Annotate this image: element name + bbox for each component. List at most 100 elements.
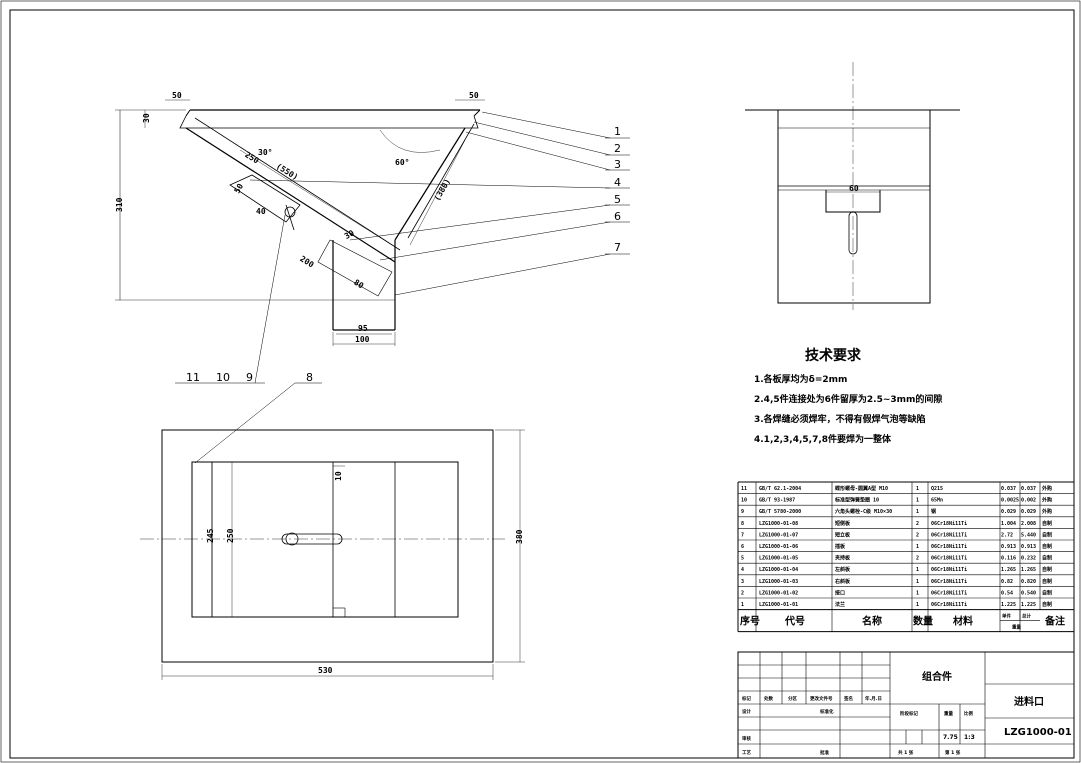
callout-6: 6 bbox=[614, 210, 621, 223]
bom-cell-r1-c7: 自制 bbox=[1042, 601, 1052, 608]
bom-head-total: 总计 bbox=[1022, 613, 1031, 620]
bom-cell-r9-c6: 0.029 bbox=[1021, 509, 1036, 515]
title-block bbox=[737, 651, 1075, 759]
bom-cell-r1-c0: 1 bbox=[741, 602, 744, 608]
bom-head-unit: 单件 bbox=[1002, 613, 1011, 620]
tb-drawing-no: LZG1000-01 bbox=[1004, 727, 1072, 738]
bom-cell-r3-c6: 0.820 bbox=[1021, 579, 1036, 585]
tb-product: 进料口 bbox=[1014, 695, 1044, 708]
tb-label-mark: 标记 bbox=[741, 695, 751, 702]
bom-cell-r4-c1: LZG1000-01-04 bbox=[759, 567, 798, 573]
bom-cell-r4-c2: 左斜板 bbox=[834, 566, 851, 573]
dim-len-c: (380) bbox=[432, 177, 452, 202]
bom-cell-r10-c7: 外购 bbox=[1042, 497, 1052, 504]
bom-cell-r6-c4: 06Cr18Ni11Ti bbox=[931, 544, 967, 550]
bom-cell-r6-c3: 1 bbox=[916, 544, 919, 550]
tb-label-zone: 分区 bbox=[788, 695, 797, 702]
bom-head-code: 代号 bbox=[784, 615, 805, 628]
bom-cell-r4-c0: 4 bbox=[741, 567, 744, 573]
bom-cell-r4-c7: 自制 bbox=[1042, 566, 1052, 573]
tb-sheet: 第 1 张 bbox=[945, 749, 961, 756]
bom-cell-r3-c0: 3 bbox=[741, 579, 744, 585]
bom-cell-r4-c6: 1.265 bbox=[1021, 567, 1036, 573]
bom-cell-r3-c2: 右斜板 bbox=[834, 578, 851, 585]
bom-head-name: 名称 bbox=[862, 615, 882, 628]
tb-label-design: 设计 bbox=[742, 708, 751, 715]
callout-2: 2 bbox=[614, 142, 621, 155]
tech-item-1: 1.各板厚均为δ=2mm bbox=[754, 373, 847, 385]
bom-cell-r9-c2: 六角头螺栓-C级 M10×30 bbox=[835, 508, 892, 515]
bom-cell-r6-c0: 6 bbox=[741, 544, 744, 550]
bom-cell-r7-c7: 自制 bbox=[1042, 531, 1052, 538]
bom-cell-r10-c3: 1 bbox=[916, 498, 919, 504]
bom-cell-r4-c3: 1 bbox=[916, 567, 919, 573]
bom-cell-r1-c4: 06Cr18Ni11Ti bbox=[931, 602, 967, 608]
bom-cell-r2-c0: 2 bbox=[741, 590, 744, 596]
bom-cell-r7-c5: 2.72 bbox=[1001, 532, 1013, 538]
top-dim-d2: 250 bbox=[226, 528, 235, 543]
bom-cell-r1-c5: 1.225 bbox=[1001, 602, 1016, 608]
bom-cell-r11-c7: 外购 bbox=[1042, 485, 1052, 492]
tb-label-sign: 签名 bbox=[843, 695, 853, 702]
bom-cell-r5-c6: 0.232 bbox=[1021, 556, 1036, 562]
bom-cell-r5-c2: 夹持板 bbox=[835, 555, 851, 562]
callout-4: 4 bbox=[614, 176, 621, 189]
bom-cell-r2-c5: 0.54 bbox=[1001, 590, 1013, 596]
bom-cell-r1-c3: 1 bbox=[916, 602, 919, 608]
bom-cell-r11-c6: 0.037 bbox=[1021, 486, 1036, 492]
tb-sheets: 共 1 张 bbox=[898, 749, 914, 756]
bom-cell-r4-c4: 06Cr18Ni11Ti bbox=[931, 567, 967, 573]
bom-cell-r8-c5: 1.004 bbox=[1001, 521, 1016, 527]
bom-cell-r9-c1: GB/T 5780-2000 bbox=[759, 509, 801, 515]
bom-cell-r1-c1: LZG1000-01-01 bbox=[759, 602, 798, 608]
bom-cell-r8-c4: 06Cr18Ni11Ti bbox=[931, 521, 967, 527]
bom-cell-r2-c7: 自制 bbox=[1042, 589, 1052, 596]
bom-cell-r11-c3: 1 bbox=[916, 486, 919, 492]
bom-head-no: 序号 bbox=[740, 615, 760, 628]
bom-cell-r6-c2: 插板 bbox=[835, 543, 846, 550]
bom-cell-r5-c4: 06Cr18Ni11Ti bbox=[931, 556, 967, 562]
top-dim-d1: 245 bbox=[206, 528, 215, 543]
bom-cell-r3-c5: 0.82 bbox=[1001, 579, 1013, 585]
tb-label-count: 处数 bbox=[763, 695, 773, 702]
bom-cell-r3-c3: 1 bbox=[916, 579, 919, 585]
dim-len-f: 200 bbox=[298, 254, 315, 269]
callout-5: 5 bbox=[614, 193, 621, 206]
bom-cell-r11-c0: 11 bbox=[741, 486, 747, 492]
callout-11: 11 bbox=[186, 371, 200, 384]
dim-len-d: 50 bbox=[233, 182, 246, 195]
bom-cell-r8-c1: LZG1000-01-08 bbox=[759, 521, 798, 527]
callout-9: 9 bbox=[246, 371, 253, 384]
callout-3: 3 bbox=[614, 158, 621, 171]
bom-cell-r3-c1: LZG1000-01-03 bbox=[759, 579, 798, 585]
dim-len-h: 80 bbox=[352, 278, 365, 291]
bom-cell-r6-c1: LZG1000-01-06 bbox=[759, 544, 798, 550]
bom-cell-r4-c5: 1.265 bbox=[1001, 567, 1016, 573]
bom-cell-r9-c7: 外购 bbox=[1042, 508, 1052, 515]
bom-cell-r7-c6: 5.440 bbox=[1021, 532, 1036, 538]
bom-cell-r1-c2: 法兰 bbox=[835, 601, 845, 608]
top-dim-overall-h: 380 bbox=[515, 529, 524, 544]
bom-cell-r5-c3: 2 bbox=[916, 556, 919, 562]
bom-cell-r10-c0: 10 bbox=[741, 498, 747, 504]
tb-part-name: 组合件 bbox=[922, 670, 952, 683]
bom-cell-r11-c4: Q215 bbox=[931, 486, 943, 492]
bom-cell-r8-c7: 自制 bbox=[1042, 520, 1052, 527]
callout-7: 7 bbox=[614, 241, 621, 254]
bom-cell-r8-c3: 2 bbox=[916, 521, 919, 527]
tech-title: 技术要求 bbox=[805, 347, 862, 364]
tb-label-doc: 更改文件号 bbox=[810, 695, 833, 702]
bom-cell-r6-c5: 0.913 bbox=[1001, 544, 1016, 550]
bom-cell-r8-c0: 8 bbox=[741, 521, 744, 527]
bom-cell-r9-c0: 9 bbox=[741, 509, 744, 515]
bom-cell-r9-c3: 1 bbox=[916, 509, 919, 515]
bom-cell-r1-c6: 1.225 bbox=[1021, 602, 1036, 608]
tb-label-std: 标准化 bbox=[819, 708, 834, 715]
bom-cell-r10-c5: 0.0025 bbox=[1001, 498, 1019, 504]
bom-head-material: 材料 bbox=[953, 615, 973, 628]
top-dim-d3: 10 bbox=[334, 471, 343, 481]
dim-len-g: 30 bbox=[343, 228, 356, 241]
bom-cell-r10-c2: 标准型弹簧垫圈 10 bbox=[834, 497, 879, 504]
